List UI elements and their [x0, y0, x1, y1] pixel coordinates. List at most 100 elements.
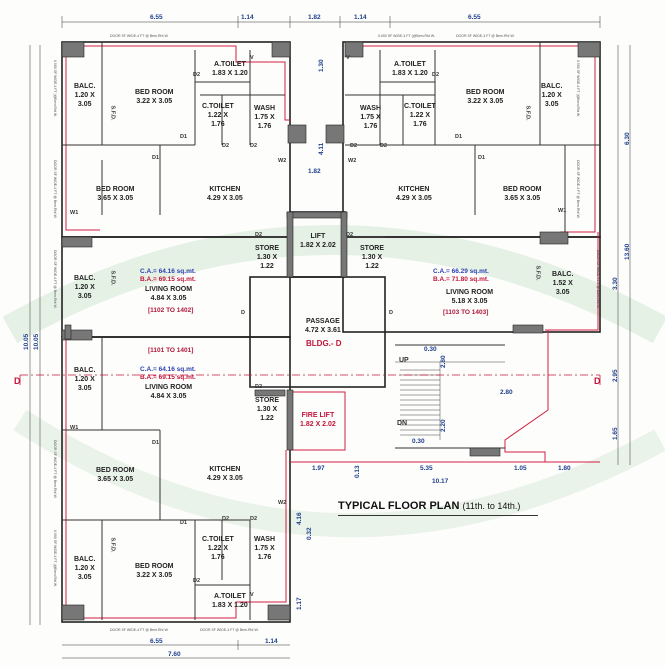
dim-right: 13.60 — [624, 243, 631, 260]
dim-bottom: 6.55 — [150, 638, 163, 645]
wall-note-vertical: DOOR SF WIDE-4 FT @ Bem.Rht W. — [596, 250, 600, 309]
left-dimension-lines — [29, 45, 41, 625]
dim-top: 6.55 — [468, 14, 481, 21]
sfd-tag: S.F.D. — [109, 105, 116, 121]
wall-note-vertical: DOOR SF WIDE-4 FT @ Bem.Rht W. — [53, 250, 57, 309]
dim-right: 6.30 — [624, 132, 631, 145]
dim-top: 6.55 — [150, 14, 163, 21]
dim-top: 1.14 — [354, 14, 367, 21]
door-tag: D2 — [432, 72, 440, 78]
vent-tag: V — [346, 55, 350, 61]
interior-walls — [62, 42, 600, 620]
section-mark-left: D — [14, 376, 21, 386]
window-tag: W2 — [348, 158, 357, 164]
carpet-area: C.A.= 64.16 sq.mt.B.A.= 69.15 sq.mt. — [140, 268, 196, 283]
dim-bottom: 1.14 — [265, 638, 278, 645]
wall-note-vertical: 0.900 SF WIDE-4 FT (@Bem.Rht W. — [53, 60, 57, 117]
wall-note: DOOR SF WIDE-4 FT @ Bem.Rht W. — [110, 628, 169, 632]
flat-range: [1101 TO 1401] — [148, 347, 194, 354]
dim-bottom: 7.60 — [168, 651, 181, 658]
wall-note: DOOR SF WIDE-4 FT @ Bem.Rht W. — [200, 628, 259, 632]
flat-range: [1102 TO 1402] — [148, 307, 194, 314]
stair-down-label: DN — [397, 420, 408, 427]
sfd-tag: S.F.D. — [534, 265, 541, 281]
window-tag: W2 — [278, 500, 287, 506]
door-tag: D2 — [255, 384, 263, 390]
sfd-tag: S.F.D. — [524, 105, 531, 121]
door-tag: D — [241, 310, 245, 316]
wall-note: DOOR SF WIDE-4 FT @ Bem.Rht W. — [110, 34, 169, 38]
outer-walls — [61, 41, 601, 623]
dim-bottom-core: 1.97 — [312, 465, 325, 472]
door-tag: D1 — [152, 440, 160, 446]
section-mark-right: D — [594, 376, 601, 386]
carpet-area: C.A.= 66.29 sq.mt.B.A.= 71.80 sq.mt. — [433, 268, 489, 283]
wall-note: DOOR SF WIDE-4 FT @ Bem.Rht W. — [456, 34, 515, 38]
door-tag: D1 — [180, 520, 188, 526]
dim-stair: 2.80 — [500, 389, 513, 396]
title-underline — [338, 515, 538, 516]
vent-tag: V — [250, 55, 254, 61]
stair-up-label: UP — [399, 357, 409, 364]
top-dimension-lines — [61, 16, 601, 659]
dim-bottom-core: 10.17 — [432, 478, 449, 485]
dim-top: 1.82 — [308, 14, 321, 21]
window-tag: W1 — [70, 210, 79, 216]
door-tag: D1 — [478, 155, 486, 161]
building-label: BLDG.- D — [306, 339, 342, 348]
dim-left: 10.05 — [33, 333, 40, 350]
red-boundary — [65, 45, 600, 619]
vent-tag: V — [250, 592, 254, 598]
watermark-arc — [2, 225, 665, 344]
dim-left-core: 1.17 — [296, 597, 303, 610]
window-tag: W1 — [558, 208, 567, 214]
dim-stair: 2.20 — [440, 419, 447, 432]
dim-stair: 0.30 — [424, 346, 437, 353]
dim-core: 1.30 — [318, 59, 325, 72]
door-tag: D2 — [222, 516, 230, 522]
dim-left-core: 4.16 — [296, 512, 303, 525]
dim-left-core: 0.32 — [306, 527, 313, 540]
door-tag: D2 — [193, 72, 201, 78]
flat-range: [1103 TO 1403] — [443, 309, 489, 316]
wall-note-vertical: 0.900 SF WIDE-4 FT (@Bem.Rht W. — [576, 60, 580, 117]
dim-stair: 2.80 — [440, 355, 447, 368]
dim-core: 4.11 — [318, 142, 325, 155]
dim-bottom-core: 1.80 — [558, 465, 571, 472]
window-tag: W2 — [278, 158, 287, 164]
dim-bottom-core: 5.35 — [420, 465, 433, 472]
structural-columns — [61, 41, 601, 621]
window-tag: W1 — [70, 425, 79, 431]
dim-right: 1.65 — [612, 427, 619, 440]
